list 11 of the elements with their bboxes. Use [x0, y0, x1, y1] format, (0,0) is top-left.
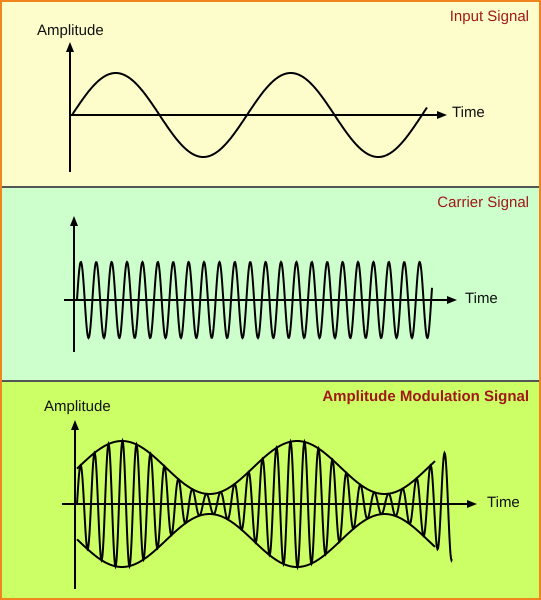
- axis-label: Time: [487, 494, 520, 511]
- axis-label: Amplitude: [44, 398, 111, 415]
- panel-title: Carrier Signal: [437, 194, 529, 211]
- signal-panel: [2, 186, 539, 380]
- signal-panel: [2, 380, 539, 598]
- axis-label: Time: [452, 104, 485, 121]
- panel-title: Amplitude Modulation Signal: [322, 388, 529, 405]
- signal-panel: [2, 2, 539, 186]
- panel-title: Input Signal: [450, 8, 529, 25]
- axis-label: Time: [465, 290, 498, 307]
- axis-label: Amplitude: [37, 22, 104, 39]
